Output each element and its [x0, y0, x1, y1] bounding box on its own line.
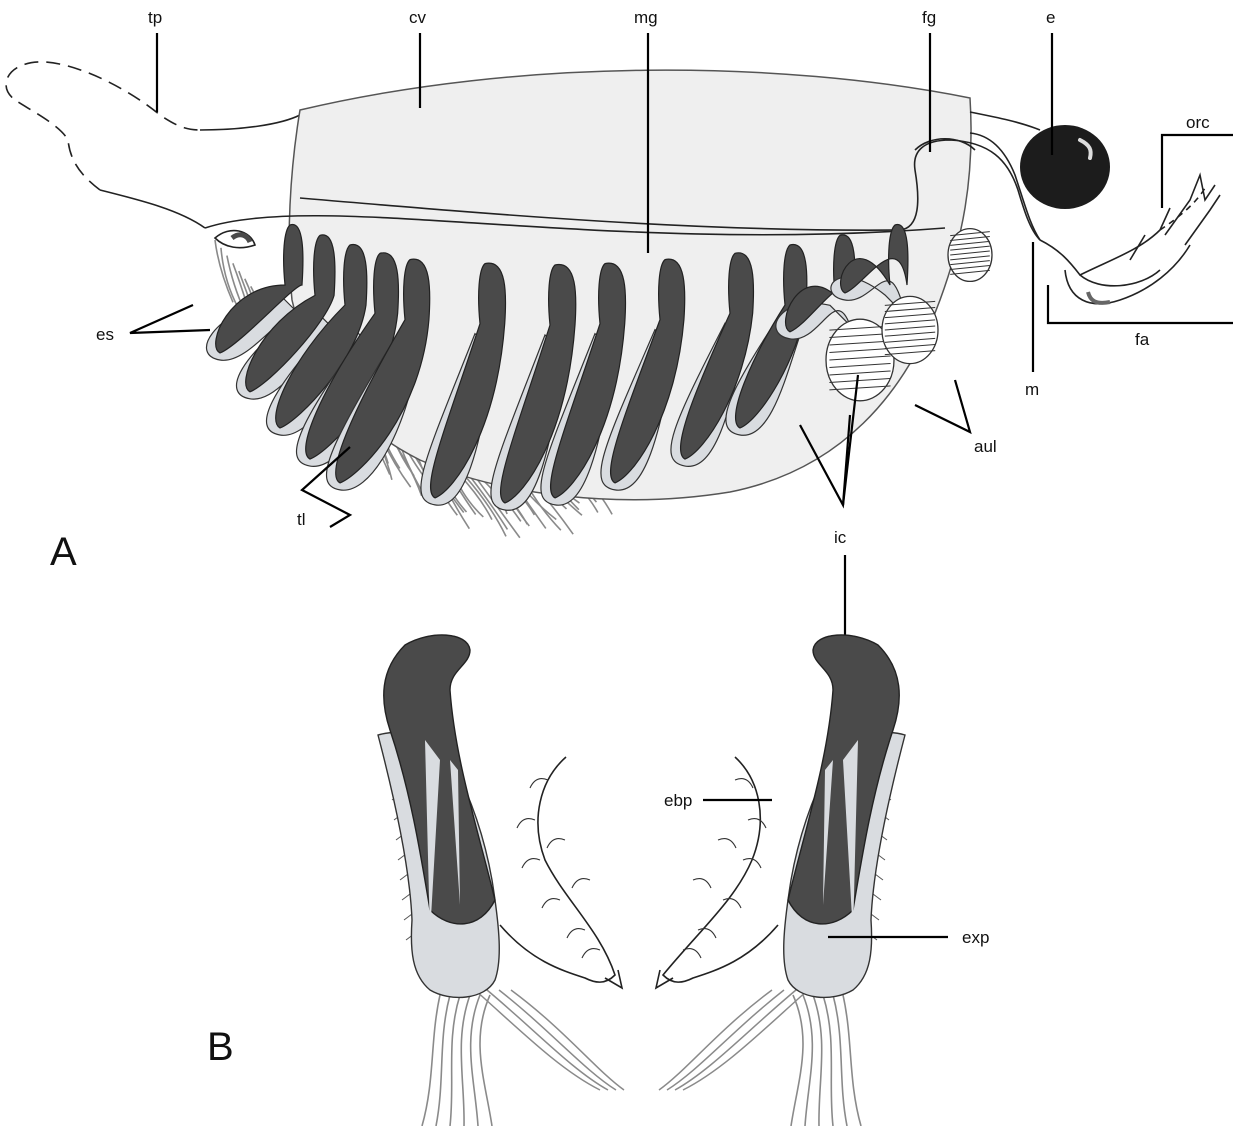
tail-process — [6, 62, 200, 190]
seta — [791, 995, 803, 1126]
label-fg: fg — [922, 8, 936, 27]
seta — [461, 995, 470, 1126]
bristle — [547, 839, 565, 848]
seta — [471, 995, 480, 1126]
label-exp: exp — [962, 928, 989, 947]
seta — [436, 995, 450, 1126]
label-mg: mg — [634, 8, 658, 27]
bristle — [567, 929, 585, 938]
seta — [659, 990, 772, 1090]
limb-right — [784, 635, 905, 997]
seta — [675, 990, 796, 1090]
marginal-spine — [875, 874, 883, 880]
bristle — [572, 879, 590, 888]
label-fa: fa — [1135, 330, 1150, 349]
panel-a-drawing — [6, 62, 1220, 538]
seta — [499, 990, 616, 1090]
seta — [843, 995, 861, 1126]
marginal-spine — [871, 914, 879, 920]
bristle — [582, 949, 600, 958]
label-tp: tp — [148, 8, 162, 27]
label-m: m — [1025, 380, 1039, 399]
seta — [511, 990, 624, 1090]
label-tl: tl — [297, 510, 306, 529]
bristle — [698, 929, 716, 938]
seta — [823, 995, 833, 1126]
bristle — [735, 779, 753, 788]
marginal-spine — [404, 914, 412, 920]
compound-eye — [1020, 125, 1110, 209]
label-orc: orc — [1186, 113, 1210, 132]
seta — [475, 990, 600, 1090]
seta — [450, 995, 460, 1126]
seta — [667, 990, 784, 1090]
label-es: es — [96, 325, 114, 344]
label-aul: aul — [974, 437, 997, 456]
marginal-spine — [400, 874, 408, 880]
label-ebp: ebp — [664, 791, 692, 810]
bristle — [522, 859, 540, 868]
label-cv: cv — [409, 8, 427, 27]
bristle — [683, 949, 701, 958]
limb-left — [378, 635, 499, 997]
seta — [833, 995, 847, 1126]
bristle — [542, 899, 560, 908]
bristle — [748, 819, 766, 828]
seta — [480, 995, 492, 1126]
seta — [813, 995, 822, 1126]
bristle — [693, 879, 711, 888]
seta — [683, 990, 808, 1090]
marginal-spine — [402, 894, 410, 900]
endopod-bristles — [517, 779, 766, 958]
seta — [422, 995, 440, 1126]
panel-b-drawing — [378, 635, 905, 1126]
panel-label-a: A — [50, 530, 77, 574]
marginal-spine — [873, 894, 881, 900]
bristle — [517, 819, 535, 828]
label-ic: ic — [834, 528, 847, 547]
endopod-left — [500, 757, 622, 988]
seta — [803, 995, 812, 1126]
panel-label-b: B — [207, 1025, 234, 1069]
label-e: e — [1046, 8, 1055, 27]
seta — [487, 990, 608, 1090]
bristle — [718, 839, 736, 848]
